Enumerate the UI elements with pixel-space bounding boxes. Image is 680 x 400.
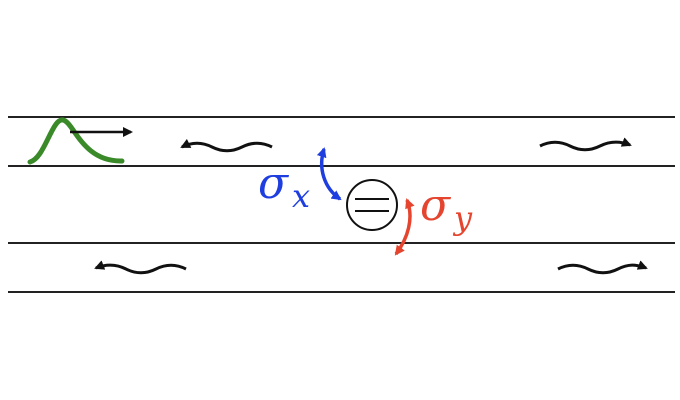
atom-icon: [346, 179, 398, 231]
sigma-y-symbol: σ: [420, 180, 452, 231]
wavy-arrow-right-icon: [539, 137, 632, 152]
wavy-arrow-left-lower-icon: [94, 260, 187, 275]
wavy-arrow-right-lower-icon: [557, 260, 648, 275]
sigma-x-symbol: σ: [258, 158, 290, 209]
sigma-y-double-arrow-icon: [394, 198, 415, 256]
wavy-arrow-left-icon: [180, 138, 273, 153]
pulse-icon: [27, 117, 125, 165]
sigma-x-subscript: x: [292, 177, 310, 215]
sigma-y-subscript: y: [452, 199, 473, 237]
sigma-x-double-arrow-icon: [316, 147, 342, 201]
